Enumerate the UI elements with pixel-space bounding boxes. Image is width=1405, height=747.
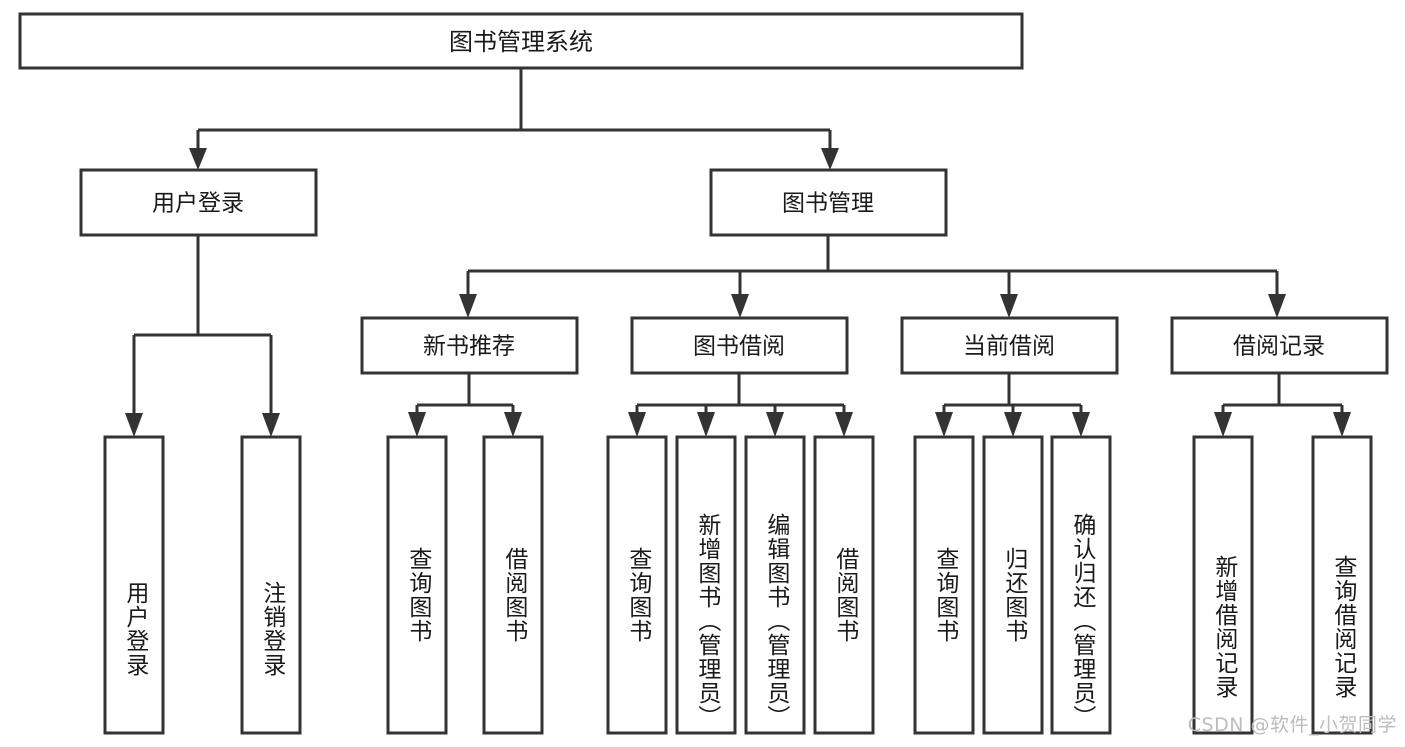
leaf-box-newbook-query[interactable]	[386, 435, 448, 735]
node-book-management-label: 图书管理	[782, 191, 874, 217]
leaf-box-bookborrow-borrow[interactable]	[813, 435, 875, 735]
arrowhead-currentborrow-return	[1004, 412, 1022, 437]
arrowhead-book-borrow	[731, 294, 749, 318]
arrowhead-bookborrow-query	[628, 412, 646, 437]
leaf-box-borrowrecord-query[interactable]	[1311, 435, 1373, 735]
node-new-book-recommend-box[interactable]	[360, 316, 579, 375]
node-root[interactable]: 图书管理系统	[18, 12, 1024, 70]
arrowhead-bookborrow-add	[697, 412, 715, 437]
leaf-box-newbook-borrow[interactable]	[482, 435, 544, 735]
arrowhead-leaf-logout	[262, 413, 280, 437]
node-new-book-recommend-label: 新书推荐	[423, 334, 515, 360]
node-current-borrow-box[interactable]	[900, 316, 1119, 375]
arrowhead-newbook-borrow	[504, 412, 522, 437]
arrowhead-leaf-user-login	[125, 413, 143, 437]
arrowhead-currentborrow-confirm	[1072, 412, 1090, 437]
leaf-box-bookborrow-add[interactable]	[675, 435, 737, 735]
node-current-borrow[interactable]: 当前借阅	[900, 316, 1119, 375]
arrowhead-new-book-recommend	[459, 294, 477, 318]
node-book-management[interactable]: 图书管理	[709, 168, 948, 237]
csdn-watermark: CSDN @软件_小贺同学	[1187, 714, 1397, 736]
arrowhead-borrow-record	[1268, 294, 1286, 318]
arrowhead-currentborrow-query	[935, 412, 953, 437]
leaf-box-user-login[interactable]	[103, 435, 165, 735]
node-root-box[interactable]	[18, 12, 1024, 70]
node-book-borrow-box[interactable]	[630, 316, 849, 375]
leaf-box-bookborrow-query[interactable]	[606, 435, 668, 735]
node-borrow-record-label: 借阅记录	[1233, 334, 1325, 360]
arrowhead-borrowrecord-add	[1214, 412, 1232, 437]
leaf-box-currentborrow-return[interactable]	[982, 435, 1044, 735]
leaf-box-logout[interactable]	[240, 435, 302, 735]
leaf-box-bookborrow-edit[interactable]	[744, 435, 806, 735]
arrowhead-book-mgmt	[821, 148, 839, 170]
arrowhead-newbook-query	[408, 412, 426, 437]
node-borrow-record[interactable]: 借阅记录	[1170, 316, 1389, 375]
arrowhead-user-login	[189, 148, 207, 170]
leaf-box-currentborrow-query[interactable]	[913, 435, 975, 735]
node-current-borrow-label: 当前借阅	[963, 334, 1055, 360]
node-new-book-recommend[interactable]: 新书推荐	[360, 316, 579, 375]
arrowhead-current-borrow	[1000, 294, 1018, 318]
node-borrow-record-box[interactable]	[1170, 316, 1389, 375]
node-user-login[interactable]: 用户登录	[79, 168, 318, 237]
node-book-management-box[interactable]	[709, 168, 948, 237]
leaf-box-borrowrecord-add[interactable]	[1192, 435, 1254, 735]
arrowhead-bookborrow-borrow	[835, 412, 853, 437]
arrowhead-bookborrow-edit	[766, 412, 784, 437]
node-book-borrow-label: 图书借阅	[693, 334, 785, 360]
leaf-box-currentborrow-confirm[interactable]	[1050, 435, 1112, 735]
arrowhead-borrowrecord-query	[1333, 412, 1351, 437]
node-user-login-label: 用户登录	[152, 191, 244, 217]
node-book-borrow[interactable]: 图书借阅	[630, 316, 849, 375]
node-root-label: 图书管理系统	[449, 28, 593, 56]
